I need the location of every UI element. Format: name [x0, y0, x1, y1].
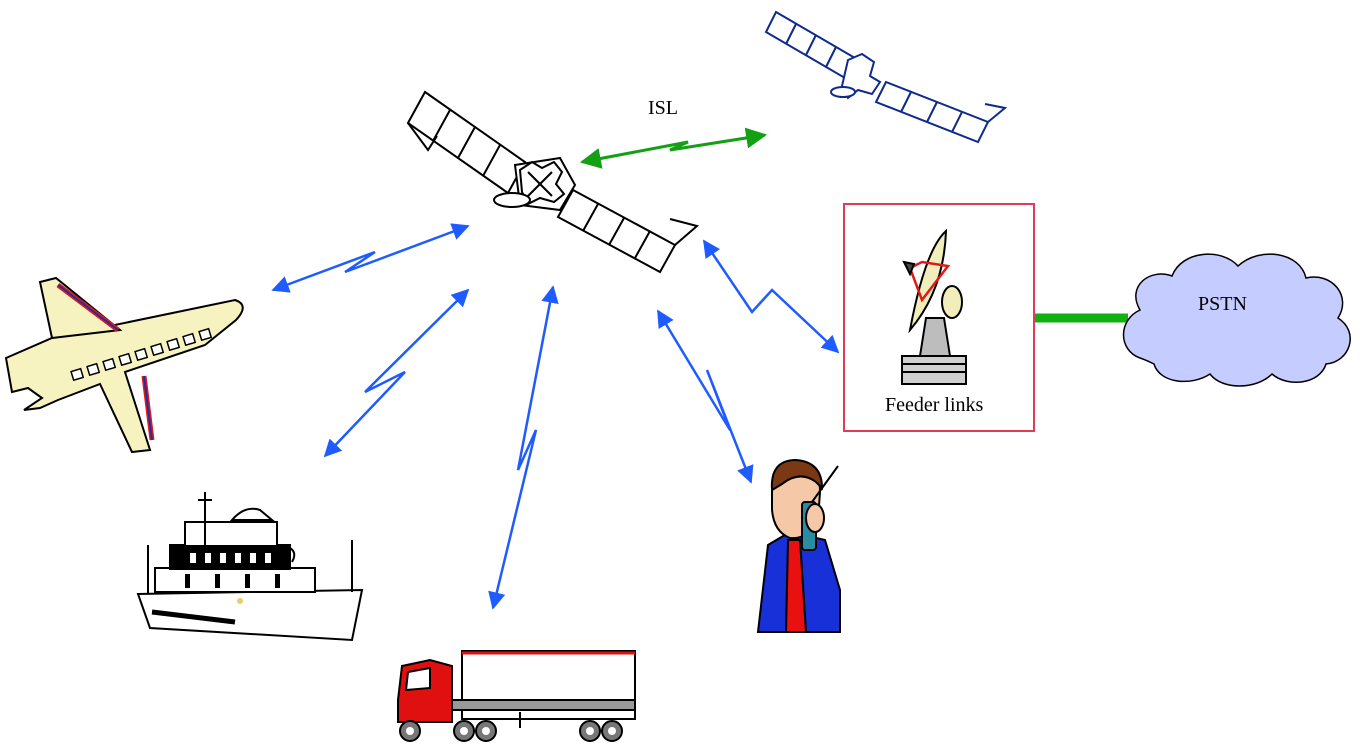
- feeder-links-box: [843, 203, 1035, 432]
- airplane-icon: [4, 276, 244, 454]
- link-ship: [323, 288, 470, 458]
- pstn-label: PSTN: [1198, 293, 1247, 315]
- person-with-handheld-phone-icon: [756, 458, 841, 633]
- truck-icon: [397, 650, 636, 742]
- satellite-main-icon: [406, 90, 700, 274]
- link-truck: [488, 285, 559, 610]
- link-person: [656, 309, 754, 484]
- satellite-secondary-icon: [764, 10, 1008, 144]
- feeder-links-label: Feeder links: [885, 394, 984, 416]
- pstn-cloud-icon: [1122, 253, 1351, 387]
- link-airplane: [271, 223, 470, 293]
- mobile-links: [271, 223, 840, 610]
- satellite-dish-ground-station-icon: [901, 228, 967, 385]
- isl-label: ISL: [648, 97, 678, 119]
- link-feeder: [702, 239, 840, 354]
- isl-link-arrow: [579, 127, 768, 169]
- ship-icon: [136, 492, 364, 642]
